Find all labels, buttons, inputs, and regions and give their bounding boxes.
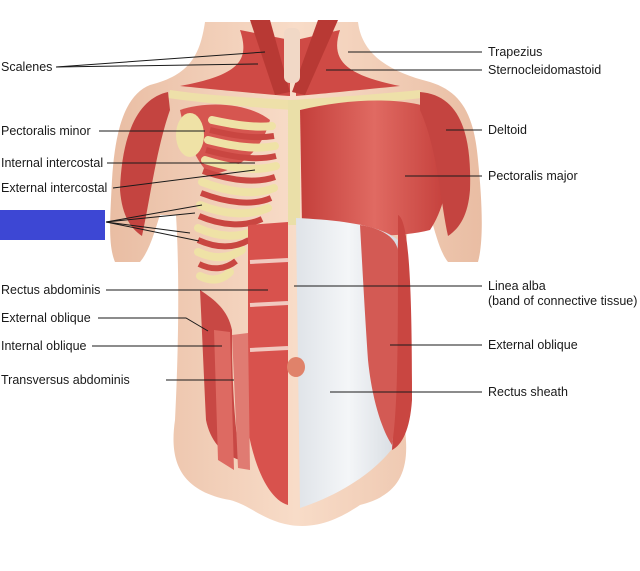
intercostal-muscles — [196, 127, 277, 272]
label-transversus-abdominis: Transversus abdominis — [1, 373, 130, 387]
external-oblique-shape-right-2 — [360, 225, 398, 445]
redacted-label-box — [0, 210, 105, 240]
rib-cage — [194, 116, 280, 284]
label-scalenes: Scalenes — [1, 60, 53, 74]
trachea — [284, 28, 300, 83]
internal-oblique-shape — [214, 330, 234, 470]
pectoralis-major-shape — [300, 100, 449, 236]
label-internal-oblique: Internal oblique — [1, 339, 87, 353]
rectus-abdominis-shape — [248, 222, 289, 505]
label-external-oblique-right: External oblique — [488, 338, 578, 352]
deltoid-shape-left — [120, 92, 170, 236]
label-pectoralis-major: Pectoralis major — [488, 169, 578, 183]
sternocleidomastoid-shape — [292, 20, 338, 95]
sternum — [288, 100, 300, 225]
neck-muscles — [250, 20, 290, 95]
label-internal-intercostal: Internal intercostal — [1, 156, 104, 170]
leader-lines — [55, 51, 482, 393]
deltoid-shape-right — [420, 92, 471, 236]
label-external-oblique-left: External oblique — [1, 311, 91, 325]
label-sternocleidomastoid: Sternocleidomastoid — [488, 63, 602, 77]
label-rectus-abdominis: Rectus abdominis — [1, 283, 101, 297]
label-pectoralis-minor: Pectoralis minor — [1, 124, 91, 138]
label-external-intercostal: External intercostal — [1, 181, 108, 195]
humerus-head — [176, 113, 204, 157]
label-trapezius: Trapezius — [488, 45, 543, 59]
transversus-abdominis-shape — [232, 333, 250, 470]
label-deltoid: Deltoid — [488, 123, 527, 137]
external-oblique-shape-right — [392, 215, 412, 450]
label-linea-alba-desc: (band of connective tissue) — [488, 294, 638, 308]
label-rectus-sheath: Rectus sheath — [488, 385, 568, 399]
navel — [287, 357, 305, 377]
label-linea-alba: Linea alba — [488, 279, 546, 293]
